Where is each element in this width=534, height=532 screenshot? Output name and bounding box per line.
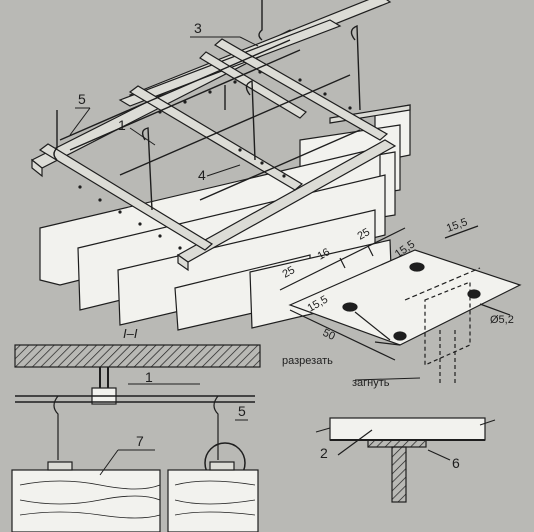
callout-2: 2 (320, 445, 328, 461)
dim-15-5-top: 15,5 (445, 216, 469, 235)
hole (409, 262, 425, 272)
tie-rod (69, 49, 301, 151)
cross-rail (199, 51, 307, 119)
callout-3: 3 (194, 20, 202, 36)
isometric-assembly (30, 0, 411, 331)
callout-5: 5 (78, 91, 86, 107)
bracket-stem (391, 446, 407, 503)
callout-7: 7 (136, 433, 144, 449)
hole (467, 289, 481, 299)
carrier-rail-end (31, 158, 43, 178)
cross-rail (213, 38, 389, 141)
slab-hatched (14, 344, 261, 368)
callout-4: 4 (198, 167, 206, 183)
cross-rail (38, 143, 214, 251)
tie-rods (59, 39, 361, 201)
hatched-plate (367, 439, 427, 448)
hanger-right (350, 24, 361, 111)
bracket-detail (279, 225, 522, 385)
bracket-plate (288, 249, 522, 346)
hanger-mid (245, 79, 256, 161)
bent-tab (424, 281, 471, 366)
callout-1-section: 1 (145, 369, 153, 385)
section-label: I–I (123, 326, 138, 341)
dim-25-right: 25 (356, 226, 373, 243)
section-view (11, 344, 261, 532)
callout-6: 6 (452, 455, 460, 471)
lower-board (329, 417, 486, 441)
dim-diameter: Ø5,2 (490, 314, 514, 326)
iso-leaders (69, 36, 259, 177)
dim-25-left: 25 (281, 264, 298, 281)
hanger-top (258, 0, 263, 41)
carrier-rail-end (177, 253, 189, 272)
hanger-left (53, 110, 58, 161)
board-section (11, 469, 161, 532)
dim-50: 50 (321, 327, 337, 343)
hole (342, 302, 358, 312)
hole (393, 331, 407, 341)
cross-rail (128, 85, 304, 191)
board-section (167, 469, 259, 532)
cross-rails (38, 38, 389, 251)
tie-rod (199, 129, 361, 201)
joint-detail (315, 417, 496, 503)
callout-5-section: 5 (238, 403, 246, 419)
tie-rod (119, 74, 351, 176)
note-cut: разрезать (282, 355, 333, 367)
rail-holes (78, 70, 352, 250)
callout-1: 1 (118, 117, 126, 133)
bend-line (404, 267, 481, 301)
dim-16: 16 (316, 246, 333, 263)
tie-rod (59, 39, 291, 141)
